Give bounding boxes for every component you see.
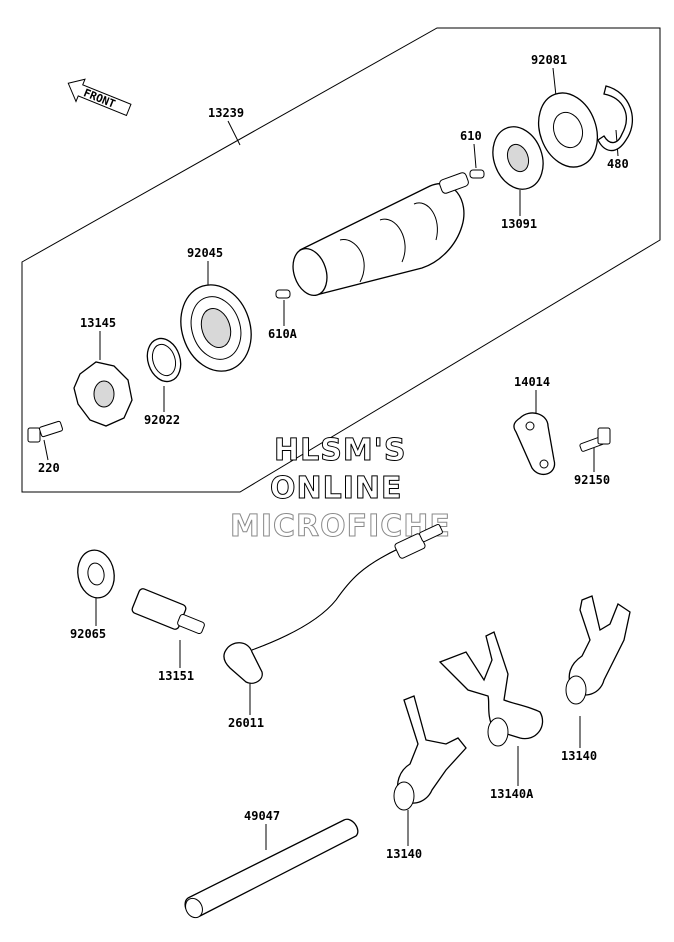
front-arrow-icon: FRONT — [67, 78, 132, 117]
part-number-26011[interactable]: 26011 — [228, 716, 264, 730]
shift-fork-13140-right-icon — [565, 595, 631, 705]
watermark-line3: MICROFICHE — [230, 509, 451, 544]
part-number-13140-right[interactable]: 13140 — [561, 749, 597, 763]
bolt-220-icon — [27, 420, 63, 443]
part-number-92022[interactable]: 92022 — [144, 413, 180, 427]
part-number-610[interactable]: 610 — [460, 129, 482, 143]
part-number-14014[interactable]: 14014 — [514, 375, 550, 389]
pin-610-icon — [469, 169, 485, 179]
watermark-line2: ONLINE — [270, 471, 403, 506]
lead-26011-icon — [223, 523, 443, 684]
bolt-92150-icon — [579, 427, 611, 452]
part-number-92065[interactable]: 92065 — [70, 627, 106, 641]
part-number-610A[interactable]: 610A — [268, 327, 298, 341]
leader-line — [552, 67, 557, 97]
bearing-92045-icon — [180, 284, 252, 372]
neutral-switch-13151-icon — [131, 588, 205, 635]
part-number-13140-bottom[interactable]: 13140 — [386, 847, 422, 861]
part-number-13151[interactable]: 13151 — [158, 669, 194, 683]
leader-line — [43, 439, 49, 461]
part-number-92150[interactable]: 92150 — [574, 473, 610, 487]
shift-drum-icon — [292, 172, 469, 297]
washer-92065-icon — [77, 549, 115, 599]
star-cam-13091-icon — [492, 126, 544, 190]
leader-line — [227, 120, 241, 146]
part-number-480[interactable]: 480 — [607, 157, 629, 171]
pin-610A-icon — [275, 289, 291, 299]
part-number-13239[interactable]: 13239 — [208, 106, 244, 120]
front-label: FRONT — [82, 86, 118, 111]
leader-line — [473, 143, 477, 169]
part-number-13091[interactable]: 13091 — [501, 217, 537, 231]
part-number-92045[interactable]: 92045 — [187, 246, 223, 260]
gear-plate-92081-icon — [538, 92, 598, 168]
part-number-13145[interactable]: 13145 — [80, 316, 116, 330]
link-plate-14014-icon — [513, 412, 556, 476]
part-number-49047[interactable]: 49047 — [244, 809, 280, 823]
circlip-480-icon — [597, 85, 634, 152]
shift-fork-13140-bottom-icon — [393, 695, 467, 811]
star-plate-13145-icon — [73, 361, 133, 427]
part-number-13140A[interactable]: 13140A — [490, 787, 534, 801]
shaft-49047-icon — [184, 818, 359, 919]
shift-fork-13140A-icon — [438, 631, 544, 747]
assembly-outline — [21, 27, 661, 493]
part-number-92081[interactable]: 92081 — [531, 53, 567, 67]
watermark-line1: HLSM'S — [274, 433, 406, 468]
part-number-220[interactable]: 220 — [38, 461, 60, 475]
